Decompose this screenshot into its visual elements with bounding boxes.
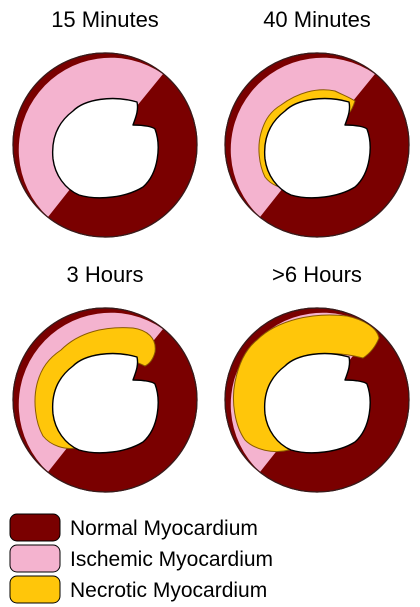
- panel-title-15-minutes: 15 Minutes: [51, 7, 159, 32]
- heart-ring-6-hours: [225, 308, 409, 492]
- legend-swatch-normal: [10, 514, 60, 541]
- heart-ring-3-hours: [13, 308, 197, 492]
- heart-ring-15-minutes: [13, 53, 197, 237]
- panel-title-40-minutes: 40 Minutes: [263, 7, 371, 32]
- legend-label-ischemic: Ischemic Myocardium: [70, 548, 273, 571]
- heart-ring-40-minutes: [225, 53, 409, 237]
- legend-swatch-ischemic: [10, 545, 60, 572]
- legend-label-necrotic: Necrotic Myocardium: [70, 579, 267, 602]
- legend-swatch-necrotic: [10, 576, 60, 603]
- legend: Normal Myocardium Ischemic Myocardium Ne…: [10, 514, 273, 603]
- panel-title-3-hours: 3 Hours: [66, 262, 143, 287]
- legend-label-normal: Normal Myocardium: [70, 517, 258, 540]
- panel-title-6-hours: >6 Hours: [272, 262, 362, 287]
